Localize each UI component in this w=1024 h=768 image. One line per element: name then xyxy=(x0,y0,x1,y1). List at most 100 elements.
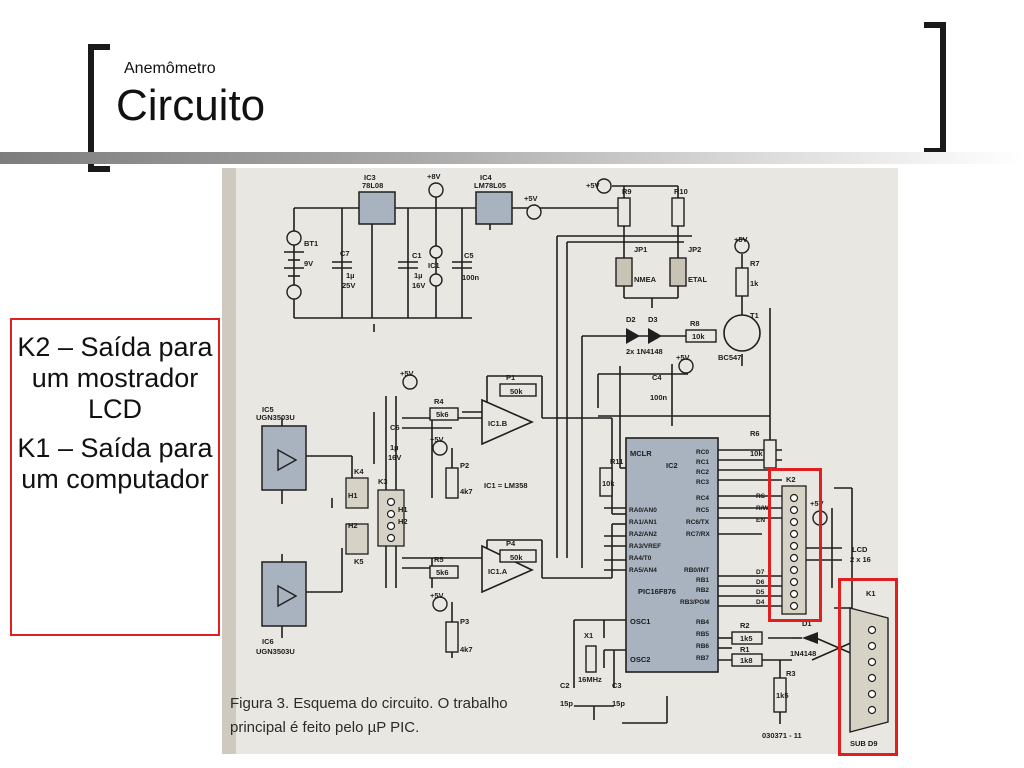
label-c4-val: 100n xyxy=(650,393,668,402)
k1-subd9-connector xyxy=(849,607,889,733)
label-lcd: LCD xyxy=(852,545,868,554)
label-r2-val: 1k5 xyxy=(740,634,753,643)
label-r1: R1 xyxy=(740,645,750,654)
label-c2-val: 15p xyxy=(560,699,573,708)
pin-rc4: RC4 xyxy=(696,495,709,502)
pin-rc0: RC0 xyxy=(696,449,709,456)
label-ic4-part: LM78L05 xyxy=(474,181,506,190)
label-ic5: IC5 xyxy=(262,405,274,414)
label-p1-val: 50k xyxy=(510,387,523,396)
highlight-k2 xyxy=(768,468,822,622)
label-plus5v-c4: +5V xyxy=(676,353,690,362)
figure-caption-line1: Figura 3. Esquema do circuito. O trabalh… xyxy=(230,695,508,712)
pin-rc3: RC3 xyxy=(696,479,709,486)
label-t1: T1 xyxy=(750,311,759,320)
label-k5: K5 xyxy=(354,557,364,566)
label-p3: P3 xyxy=(460,617,469,626)
label-k2: K2 xyxy=(786,475,796,484)
pin-rc1: RC1 xyxy=(696,459,709,466)
circuit-schematic: IC3 78L08 IC4 LM78L05 +8V +5V BT1 9V C7 … xyxy=(222,168,898,754)
pin-rc2: RC2 xyxy=(696,469,709,476)
sig-d7: D7 xyxy=(756,569,765,576)
pin-rb1: RB1 xyxy=(696,577,709,584)
label-c6-val: 1µ xyxy=(390,443,399,452)
label-c4: C4 xyxy=(652,373,662,382)
ic4-regulator xyxy=(475,191,513,225)
label-p4: P4 xyxy=(506,539,516,548)
label-c2: C2 xyxy=(560,681,570,690)
opamp-ic1b xyxy=(481,398,534,446)
pin-rb3: RB3/PGM xyxy=(680,599,710,606)
label-ic1b: IC1.B xyxy=(488,419,508,428)
label-pic16f876: PIC16F876 xyxy=(638,587,676,596)
pin-rb2: RB2 xyxy=(696,587,709,594)
label-ref-number: 030371 - 11 xyxy=(762,731,802,740)
label-p2: P2 xyxy=(460,461,469,470)
figure-caption-line2: principal é feito pelo µP PIC. xyxy=(230,719,419,736)
label-ic1-part: IC1 = LM358 xyxy=(484,481,528,490)
label-r7: R7 xyxy=(750,259,760,268)
pin-rb5: RB5 xyxy=(696,631,709,638)
label-r7-val: 1k xyxy=(750,279,759,288)
label-p1: P1 xyxy=(506,373,515,382)
label-plus5v-c6: +5V xyxy=(400,369,414,378)
label-r3-val: 1k5 xyxy=(776,691,789,700)
label-bc547: BC547 xyxy=(718,353,741,362)
sig-d4: D4 xyxy=(756,599,765,606)
jp2-jumper xyxy=(669,257,687,287)
label-r4: R4 xyxy=(434,397,444,406)
label-ic5-part: UGN3503U xyxy=(256,413,295,422)
pin-ra2: RA2/AN2 xyxy=(629,531,657,538)
label-k4: K4 xyxy=(354,467,364,476)
highlight-k1 xyxy=(838,578,898,756)
label-ic1a: IC1.A xyxy=(488,567,508,576)
pin-rb6: RB6 xyxy=(696,643,709,650)
label-jp2: JP2 xyxy=(688,245,701,254)
label-k3: K3 xyxy=(378,477,388,486)
label-d2: D2 xyxy=(626,315,636,324)
sig-en: EN xyxy=(756,517,765,524)
right-bracket xyxy=(924,22,946,154)
label-ic3: IC3 xyxy=(364,173,376,182)
label-r8-val: 10k xyxy=(692,332,705,341)
jp1-jumper xyxy=(615,257,633,287)
slide-subtitle: Anemômetro xyxy=(124,60,216,77)
label-r5: R5 xyxy=(434,555,444,564)
label-osc2: OSC2 xyxy=(630,655,650,664)
t1-transistor xyxy=(723,314,761,352)
label-r10: R10 xyxy=(674,187,688,196)
label-d1-part: 1N4148 xyxy=(790,649,816,658)
ic2-microcontroller xyxy=(625,437,719,673)
label-r1-val: 1k8 xyxy=(740,656,753,665)
label-c5: C5 xyxy=(464,251,474,260)
output-note-box: K2 – Saída para um mostrador LCD K1 – Sa… xyxy=(10,318,220,636)
label-r4-val: 5k6 xyxy=(436,410,449,419)
pin-ra0: RA0/AN0 xyxy=(629,507,657,514)
label-plus5v-r7: +5V xyxy=(734,235,748,244)
label-d3: D3 xyxy=(648,315,658,324)
label-h1-k3: H1 xyxy=(398,505,408,514)
label-c7: C7 xyxy=(340,249,350,258)
label-plus5v-reg: +5V xyxy=(524,194,538,203)
label-ic4: IC4 xyxy=(480,173,493,182)
label-h1-k4: H1 xyxy=(348,491,358,500)
pin-rb4: RB4 xyxy=(696,619,709,626)
pin-rc6: RC6/TX xyxy=(686,519,710,526)
label-c7-v: 25V xyxy=(342,281,355,290)
label-plus5v-p2: +5V xyxy=(430,435,444,444)
label-bt1: BT1 xyxy=(304,239,318,248)
label-plus8v: +8V xyxy=(427,172,441,181)
sig-rs: RS xyxy=(756,493,766,500)
label-c7-val: 1µ xyxy=(346,271,355,280)
label-r6: R6 xyxy=(750,429,760,438)
note-k2: K2 – Saída para um mostrador LCD xyxy=(17,332,213,424)
label-jp1: JP1 xyxy=(634,245,647,254)
label-subd9: SUB D9 xyxy=(850,739,878,748)
label-ic2: IC2 xyxy=(666,461,678,470)
pin-rb0: RB0/INT xyxy=(684,567,709,574)
pin-rc7: RC7/RX xyxy=(686,531,711,538)
label-r11: R11 xyxy=(610,457,623,466)
label-osc1: OSC1 xyxy=(630,617,650,626)
label-ic1: IC1 xyxy=(428,261,440,270)
pin-ra3: RA3/VREF xyxy=(629,543,661,550)
